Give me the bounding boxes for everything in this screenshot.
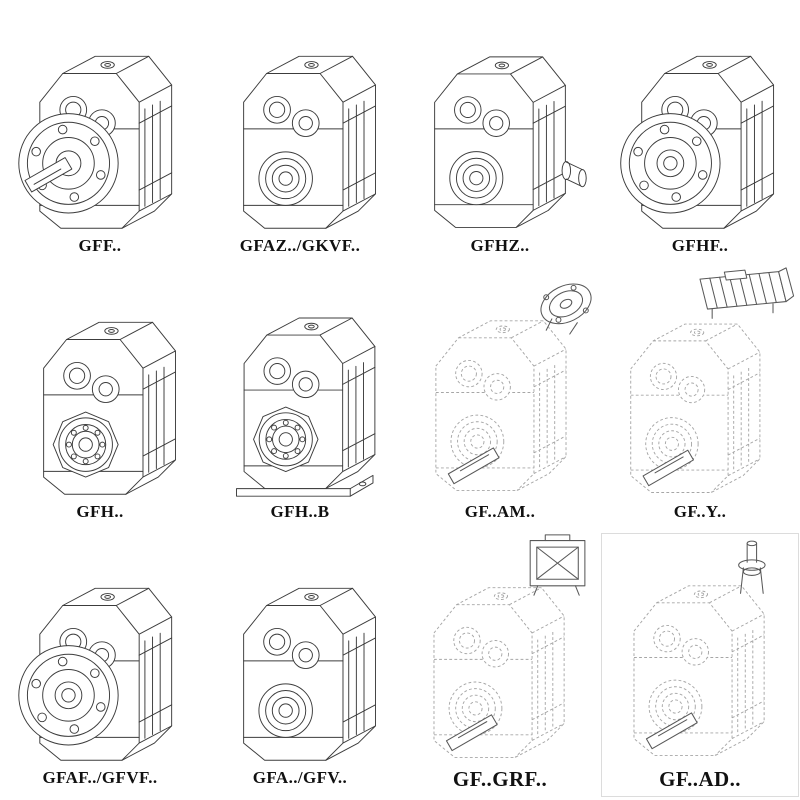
gearbox-drawing-gf-grf: [433, 534, 586, 758]
gearbox-housing: [620, 55, 775, 229]
gearbox-housing: [18, 587, 173, 761]
gearbox-housing: [18, 55, 173, 229]
gearbox-housing: [243, 55, 376, 229]
product-cell-gf-y: GF..Y..: [600, 266, 800, 532]
gearbox-drawing-gfh: [43, 321, 176, 495]
shrink-disc-boss: [52, 411, 119, 478]
gearbox-drawing-gfaz-gkvf: [243, 55, 376, 229]
gearbox-housing: [243, 587, 376, 761]
product-label: GFHF..: [671, 236, 729, 255]
gearbox-drawing-gfh-b: [236, 317, 376, 497]
gearbox-housing-dashed: [433, 587, 565, 758]
gearbox-drawing-gfa-gfv: [243, 587, 376, 761]
output-flange: [18, 113, 119, 214]
product-label: GFH..B: [270, 502, 330, 521]
drawing-area: [598, 532, 800, 765]
product-label: GF..Y..: [673, 502, 727, 521]
product-cell-gfa-gfv: GFA../GFV..: [200, 532, 400, 798]
gearbox-housing-dashed: [633, 585, 765, 757]
product-cell-gfhz: GFHZ..: [400, 0, 600, 266]
drawing-area: [213, 0, 387, 234]
product-cell-gfhf: GFHF..: [600, 0, 800, 266]
drawing-area: [613, 0, 787, 234]
shrink-disc-boss: [253, 406, 319, 473]
output-flange-hollow: [620, 113, 721, 214]
foot-base: [236, 474, 374, 497]
gearbox-housing: [43, 321, 176, 495]
gearbox-drawing-gf-ad: [633, 540, 766, 757]
gearbox-drawing-gfaf-gfvf: [18, 587, 173, 761]
input-adapter-flange: [540, 283, 592, 335]
product-label: GF..AD..: [659, 767, 741, 791]
output-flange-hollow: [18, 645, 119, 746]
drawing-area: [410, 0, 590, 234]
mounted-motor: [699, 267, 795, 319]
drawing-area: [213, 532, 387, 766]
gearbox-housing-dashed: [630, 323, 761, 493]
drawing-area: [398, 266, 602, 500]
drawing-area: [13, 266, 187, 500]
product-label: GFAF../GFVF..: [42, 768, 158, 787]
product-cell-gf-grf: GF..GRF..: [400, 532, 600, 798]
product-label: GF..AM..: [464, 502, 536, 521]
gearbox-housing: [236, 317, 376, 497]
product-cell-gff: GFF..: [0, 0, 200, 266]
gearbox-drawing-gff: [18, 55, 173, 229]
gear-adapter-box: [529, 534, 586, 596]
drawing-area: [13, 0, 187, 234]
product-label: GF..GRF..: [452, 767, 548, 791]
gearbox-drawing-gfhf: [620, 55, 775, 229]
gearbox-housing: [434, 56, 587, 228]
gearbox-drawing-gfhz: [434, 56, 587, 228]
input-shaft-adapter: [738, 540, 766, 594]
product-cell-gf-ad: GF..AD..: [600, 532, 800, 798]
product-label: GFAZ../GKVF..: [239, 236, 361, 255]
gearbox-housing-dashed: [435, 320, 567, 492]
drawing-area: [598, 266, 800, 500]
product-cell-gfh-b: GFH..B: [200, 266, 400, 532]
product-cell-gfaf-gfvf: GFAF../GFVF..: [0, 532, 200, 798]
product-label: GFA../GFV..: [252, 768, 348, 787]
product-label: GFH..: [76, 502, 124, 521]
gearbox-drawing-gf-am: [435, 283, 592, 492]
drawing-area: [213, 266, 387, 500]
product-cell-gf-am: GF..AM..: [400, 266, 600, 532]
product-label: GFF..: [78, 236, 122, 255]
drawing-area: [13, 532, 187, 766]
product-cell-gfh: GFH..: [0, 266, 200, 532]
product-cell-gfaz-gkvf: GFAZ../GKVF..: [200, 0, 400, 266]
drawing-area: [398, 532, 602, 765]
gearbox-drawing-gf-y: [630, 267, 795, 493]
product-label: GFHZ..: [470, 236, 530, 255]
